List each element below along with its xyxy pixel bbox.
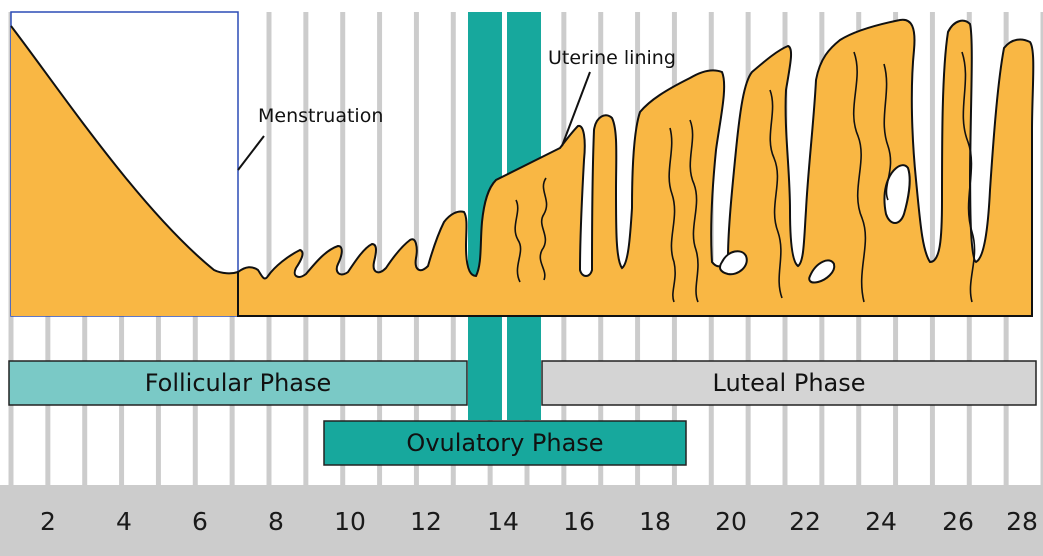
day-label: 10 (334, 507, 366, 536)
day-label: 16 (563, 507, 595, 536)
day-label: 4 (116, 507, 132, 536)
follicular-phase-label: Follicular Phase (145, 369, 332, 397)
menstruation-label: Menstruation (258, 105, 383, 127)
day-label: 6 (192, 507, 208, 536)
uterine-lining-label: Uterine lining (548, 47, 676, 69)
day-label: 14 (487, 507, 519, 536)
day-label: 20 (715, 507, 747, 536)
day-label: 18 (639, 507, 671, 536)
day-label: 24 (865, 507, 897, 536)
day-label: 26 (942, 507, 974, 536)
day-label: 12 (410, 507, 442, 536)
day-label: 22 (789, 507, 821, 536)
day-label: 2 (40, 507, 56, 536)
ovulatory-phase-label: Ovulatory Phase (406, 429, 603, 457)
day-label: 28 (1006, 507, 1038, 536)
day-label: 8 (268, 507, 284, 536)
luteal-phase-label: Luteal Phase (713, 369, 866, 397)
menstruation-leader-line (238, 136, 264, 170)
